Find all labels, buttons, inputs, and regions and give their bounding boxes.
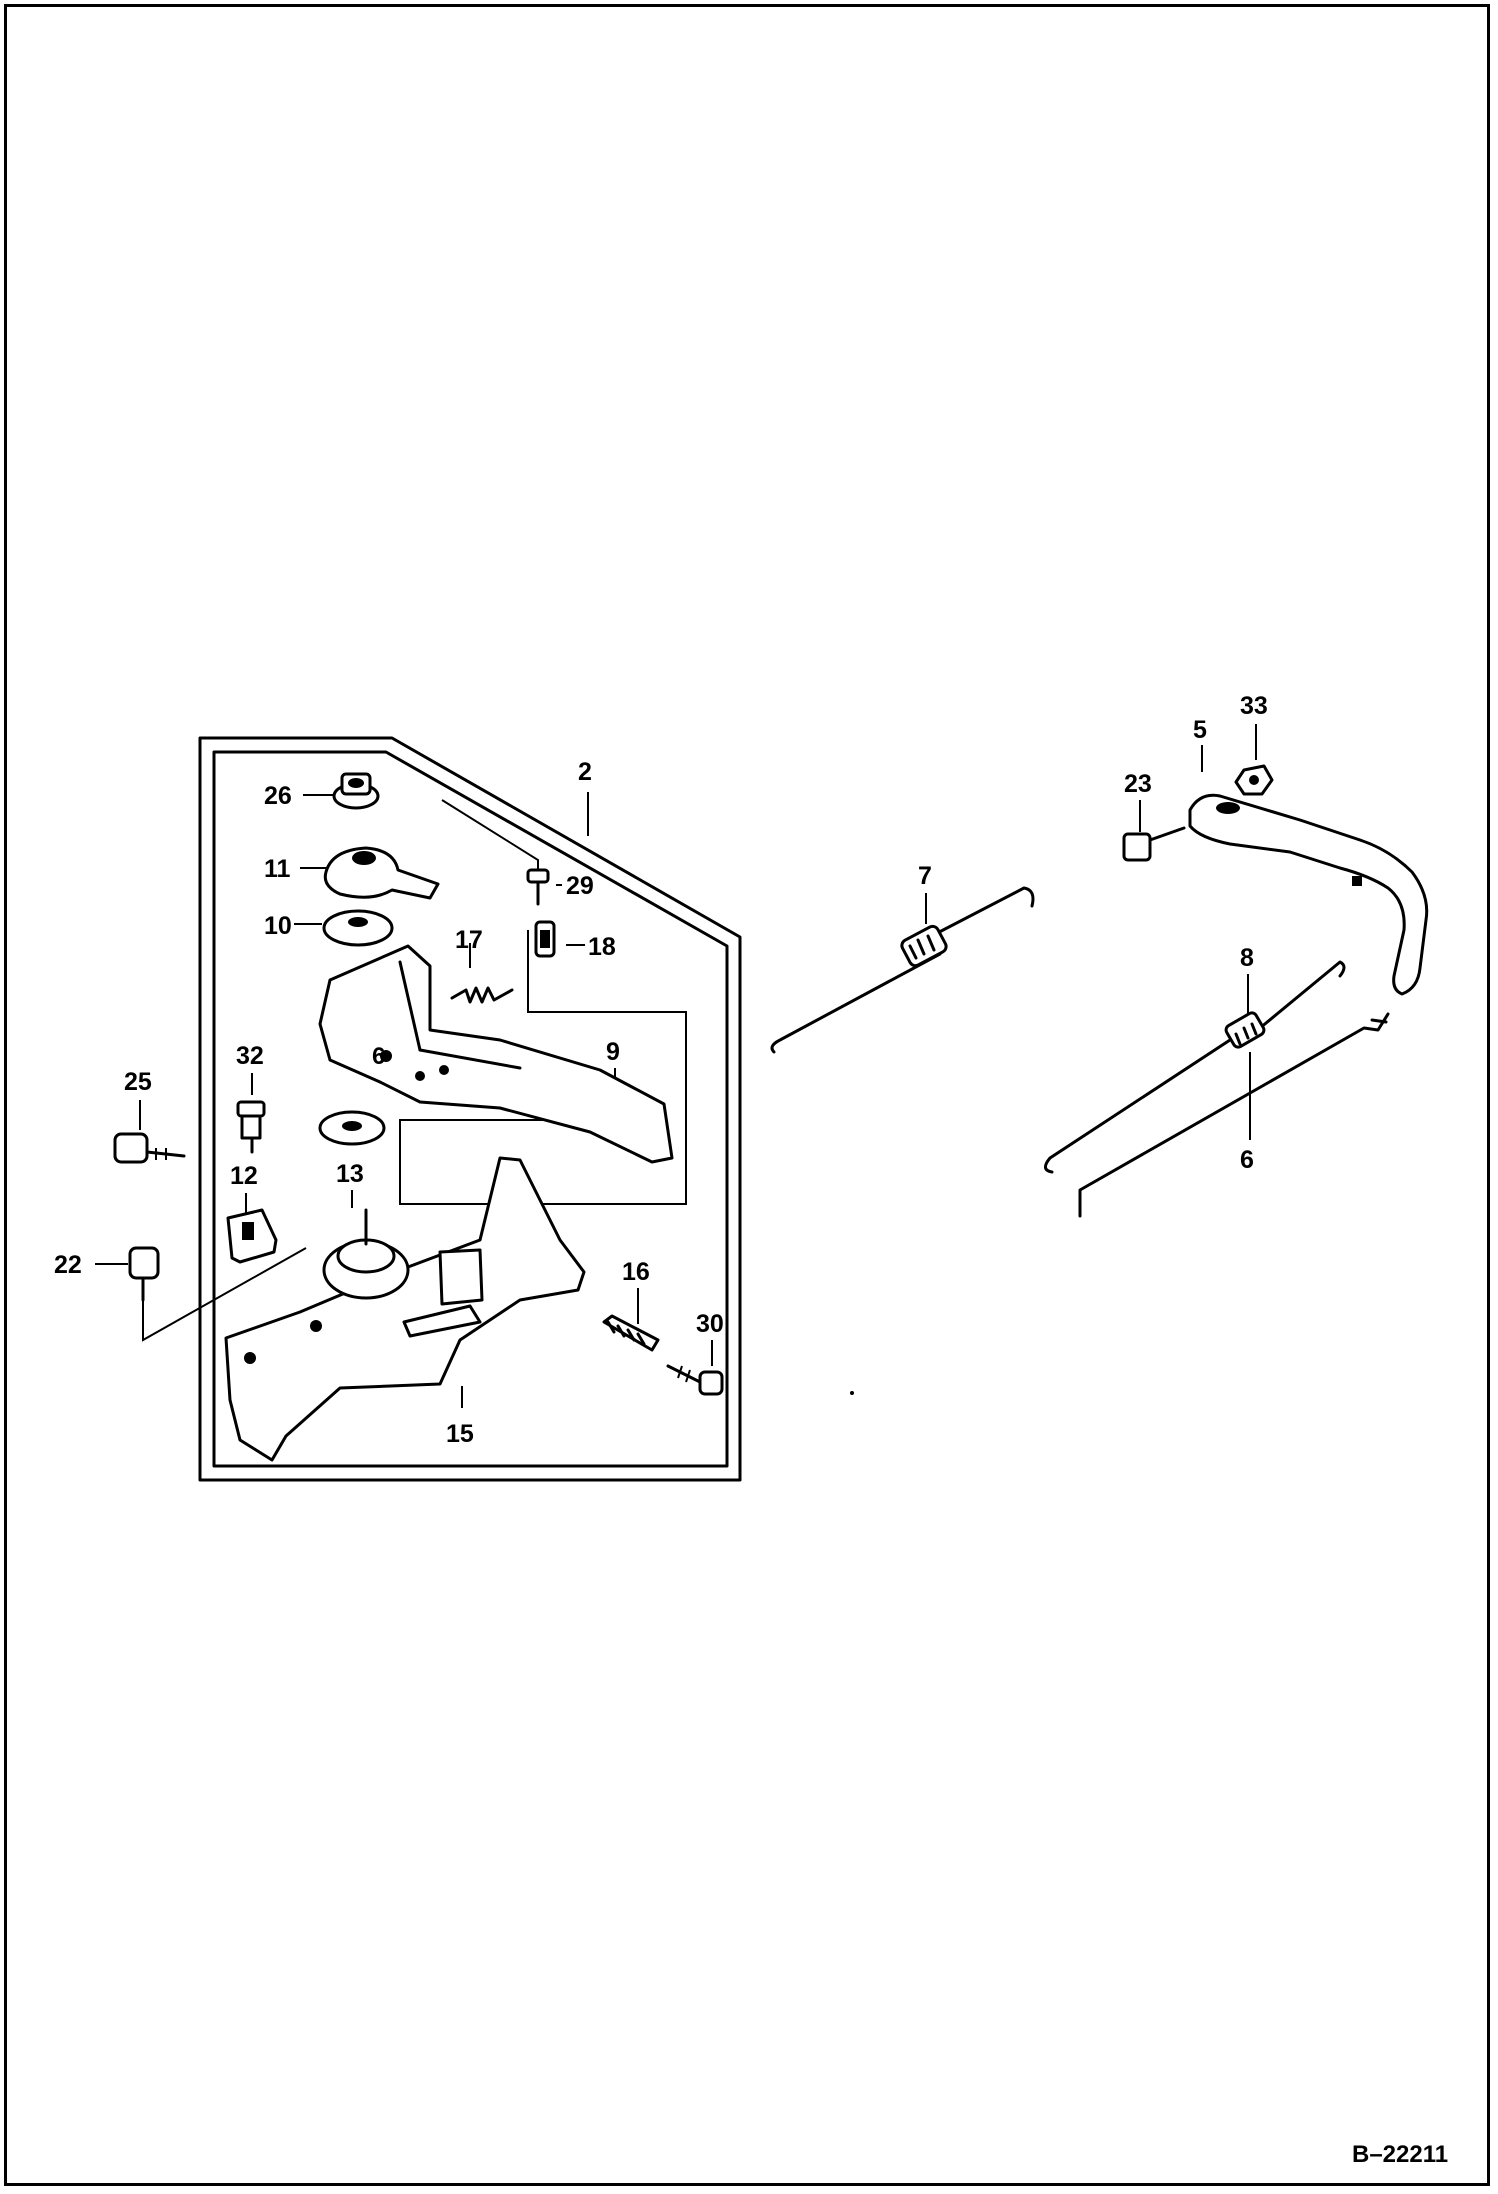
callout-22: 22 — [54, 1251, 82, 1279]
svg-text:6: 6 — [372, 1043, 385, 1070]
callout-5: 5 — [1193, 716, 1207, 744]
callout-25: 25 — [124, 1068, 152, 1096]
part-22-bolt — [128, 1246, 160, 1302]
part-18-fitting — [534, 920, 556, 958]
callout-8: 8 — [1240, 944, 1254, 972]
part-32-stud-bolt — [236, 1100, 266, 1154]
callout-10: 10 — [264, 912, 292, 940]
part-6-rod — [1078, 1012, 1390, 1218]
callout-29: 29 — [566, 872, 594, 900]
callout-17: 17 — [455, 926, 483, 954]
drawing-reference-code: B–22211 — [1352, 2141, 1448, 2168]
part-25-flange-bolt — [113, 1132, 186, 1164]
part-16-spring — [602, 1314, 660, 1352]
part-15-base-plate — [224, 1156, 586, 1462]
callout-15: 15 — [446, 1420, 474, 1448]
callout-11: 11 — [264, 855, 291, 883]
callout-12: 12 — [230, 1162, 258, 1190]
part-11-lever-plate — [323, 846, 440, 900]
callout-26: 26 — [264, 782, 292, 810]
callout-6: 6 — [1240, 1146, 1254, 1174]
part-29-bolt — [526, 868, 550, 906]
part-13-washer — [318, 1110, 386, 1146]
leader-lines — [95, 724, 1257, 1408]
part-12-clip — [226, 1208, 278, 1264]
callout-18: 18 — [588, 933, 616, 961]
part-8-spring — [1044, 960, 1346, 1174]
callout-32: 32 — [236, 1042, 264, 1070]
part-33-nut — [1234, 764, 1274, 796]
part-23-bolt — [1122, 826, 1186, 862]
part-5-governor-arm — [1188, 793, 1429, 996]
callout-30: 30 — [696, 1310, 724, 1338]
callout-2: 2 — [578, 758, 592, 786]
callout-labels: 2 26 11 10 29 17 18 9 32 25 13 12 22 16 … — [54, 692, 1268, 1448]
callout-9: 9 — [606, 1038, 620, 1066]
part-17-spring — [450, 986, 514, 1004]
callout-13: 13 — [336, 1160, 364, 1188]
part-30-screw — [666, 1364, 724, 1396]
stray-mark — [850, 1391, 854, 1395]
part-10-washer — [322, 909, 394, 947]
page-border — [4, 4, 1490, 2186]
callout-16: 16 — [622, 1258, 650, 1286]
callout-23: 23 — [1124, 770, 1152, 798]
part-7-tension-spring — [770, 886, 1035, 1054]
part-9-control-lever: 6 — [318, 944, 674, 1164]
callout-7: 7 — [918, 862, 932, 890]
part-26-flange-nut — [332, 772, 380, 810]
assembly-boundary — [198, 736, 742, 1482]
callout-33: 33 — [1240, 692, 1268, 720]
